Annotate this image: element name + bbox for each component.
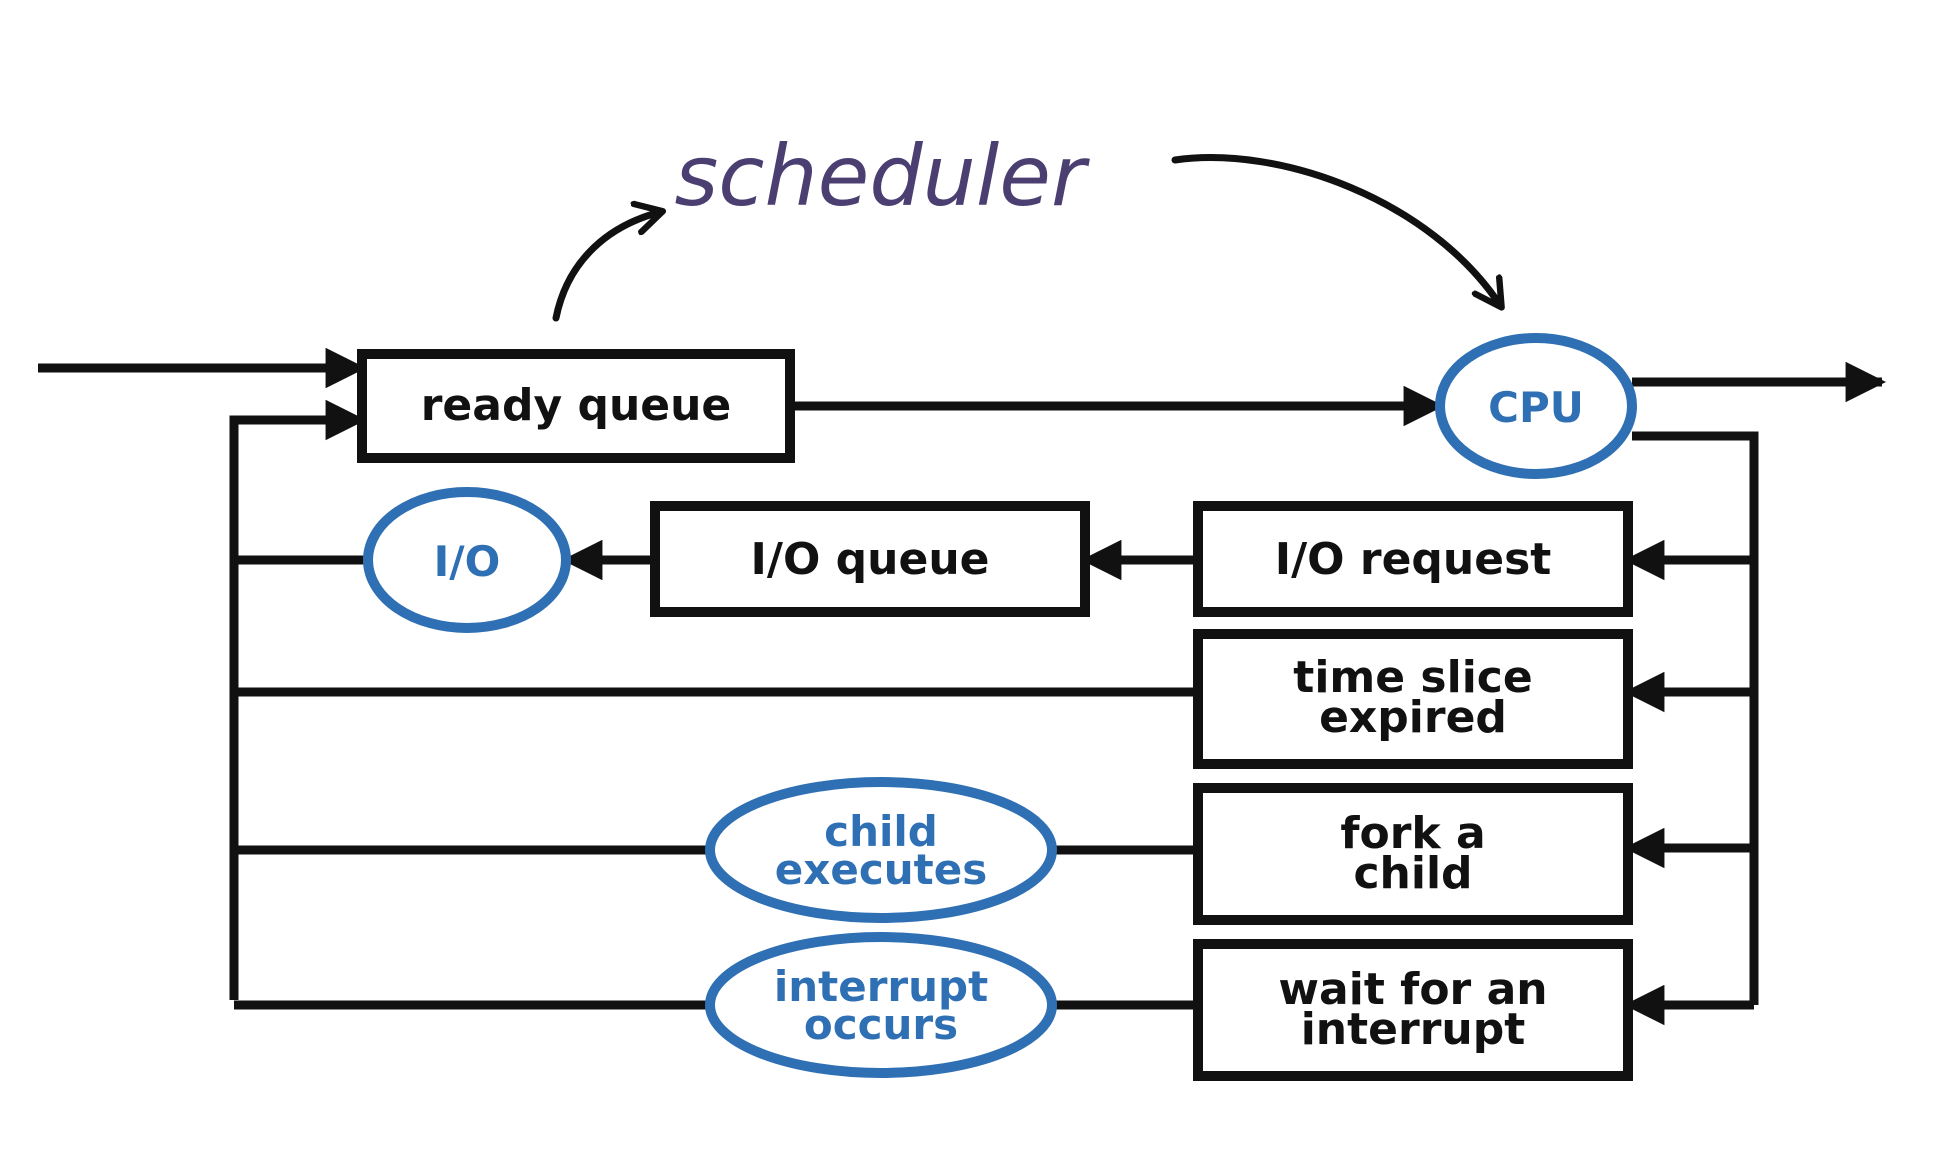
- wait-interrupt-label-line2: interrupt: [1301, 1004, 1526, 1055]
- ready-queue-label: ready queue: [421, 380, 732, 431]
- scheduler-right-arrow: [1171, 154, 1500, 305]
- connector-lines: [38, 347, 1887, 1026]
- cpu-oval: CPU: [1435, 333, 1637, 479]
- wait-interrupt-box: wait for an interrupt: [1193, 939, 1633, 1081]
- scheduler-left-arrow: [552, 212, 660, 322]
- io-label: I/O: [434, 537, 501, 586]
- child-executes-label-line2: executes: [775, 845, 987, 894]
- io-request-box: I/O request: [1193, 501, 1633, 617]
- right-bus-line: [1632, 431, 1759, 1005]
- io-request-label: I/O request: [1275, 534, 1552, 585]
- ready-queue-box: ready queue: [357, 349, 795, 463]
- time-slice-box: time slice expired: [1193, 629, 1633, 769]
- return-loop-arrow: [229, 399, 367, 1000]
- wait-interrupt-label-line1: wait for an: [1278, 964, 1547, 1015]
- fork-child-label-line1: fork a: [1340, 808, 1485, 859]
- interrupt-occurs-label-line2: occurs: [804, 1000, 958, 1049]
- child-executes-label-line1: child: [824, 807, 938, 856]
- interrupt-occurs-oval: interrupt occurs: [705, 932, 1057, 1078]
- io-queue-label: I/O queue: [751, 534, 990, 585]
- fork-child-label-line2: child: [1353, 848, 1472, 899]
- child-executes-oval: child executes: [705, 777, 1057, 923]
- fork-child-box: fork a child: [1193, 783, 1633, 925]
- scheduler-label: scheduler: [675, 127, 1090, 225]
- io-queue-box: I/O queue: [650, 501, 1090, 617]
- io-oval: I/O: [363, 487, 571, 633]
- interrupt-occurs-label-line1: interrupt: [774, 962, 988, 1011]
- scheduler-annotation: scheduler: [552, 127, 1500, 322]
- time-slice-label-line2: expired: [1319, 692, 1507, 743]
- time-slice-label-line1: time slice: [1293, 652, 1532, 703]
- cpu-label: CPU: [1488, 383, 1584, 432]
